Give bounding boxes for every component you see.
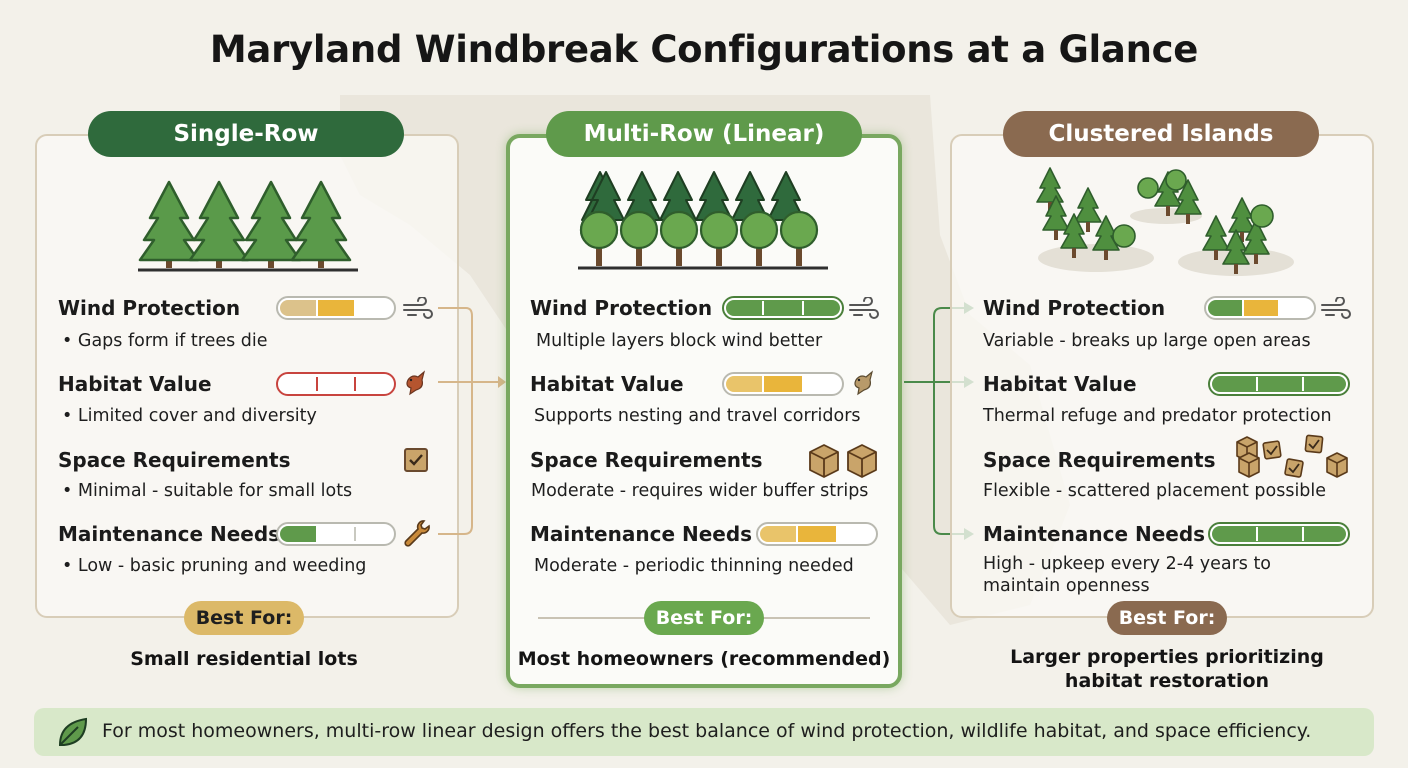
clustered-best-for-label: Best For: (1107, 601, 1227, 635)
single-maintenance-desc: • Low - basic pruning and weeding (62, 556, 367, 576)
single-maintenance-title: Maintenance Needs (58, 522, 281, 546)
clustered-trees-icon (1036, 167, 1294, 276)
single-maintenance-bar (276, 522, 396, 546)
multi-space-desc: Moderate - requires wider buffer strips (531, 481, 869, 501)
bird-icon (854, 370, 874, 396)
multi-wind-desc: Multiple layers block wind better (536, 331, 823, 351)
multi-space-title: Space Requirements (530, 448, 763, 472)
footer-text: For most homeowners, multi-row linear de… (102, 720, 1312, 742)
clustered-habitat-desc: Thermal refuge and predator protection (983, 406, 1332, 426)
single-wind-title: Wind Protection (58, 296, 241, 320)
clustered-habitat-title: Habitat Value (983, 372, 1137, 396)
multi-best-for-text: Most homeowners (recommended) (517, 648, 891, 670)
clustered-maintenance-desc-2: maintain openness (983, 576, 1150, 596)
boxes-icon (809, 444, 877, 478)
multi-row-trees-icon (578, 171, 828, 270)
wind-icon (849, 297, 879, 319)
wind-icon (1321, 297, 1351, 319)
scattered-boxes-icon (1236, 434, 1348, 478)
multi-wind-title: Wind Protection (530, 296, 713, 320)
single-best-for-text: Small residential lots (130, 648, 358, 670)
clustered-wind-title: Wind Protection (983, 296, 1166, 320)
multi-habitat-title: Habitat Value (530, 372, 684, 396)
heading-multi-row: Multi-Row (Linear) (546, 111, 862, 157)
single-habitat-bar (276, 372, 396, 396)
multi-maintenance-title: Maintenance Needs (530, 522, 753, 546)
leaf-icon (58, 717, 88, 746)
single-wind-bar (276, 296, 396, 320)
single-best-for-label: Best For: (184, 601, 304, 635)
single-row-trees-icon (138, 180, 358, 272)
single-habitat-title: Habitat Value (58, 372, 212, 396)
left-connector-arrows (438, 307, 506, 535)
bird-icon (406, 370, 426, 396)
multi-wind-bar (722, 296, 844, 320)
clustered-best-for-text: Larger properties prioritizing (1010, 646, 1324, 668)
multi-habitat-desc: Supports nesting and travel corridors (534, 406, 861, 426)
clustered-maintenance-bar (1208, 522, 1350, 546)
multi-best-for-label: Best For: (644, 601, 764, 635)
footer-banner: For most homeowners, multi-row linear de… (34, 708, 1374, 756)
clustered-wind-bar (1204, 296, 1316, 320)
single-space-title: Space Requirements (58, 448, 291, 472)
checkbox-icon (404, 448, 428, 472)
heading-clustered-islands: Clustered Islands (1003, 111, 1319, 157)
single-habitat-desc: • Limited cover and diversity (62, 406, 317, 426)
clustered-wind-desc: Variable - breaks up large open areas (983, 331, 1311, 351)
single-wind-desc: • Gaps form if trees die (62, 331, 268, 351)
clustered-best-for-text-2: habitat restoration (1064, 670, 1270, 692)
heading-single-row: Single-Row (88, 111, 404, 157)
clustered-space-desc: Flexible - scattered placement possible (983, 481, 1327, 501)
clustered-maintenance-desc: High - upkeep every 2-4 years to (983, 554, 1272, 574)
multi-habitat-bar (722, 372, 844, 396)
single-space-desc: • Minimal - suitable for small lots (62, 481, 353, 501)
wrench-icon (404, 520, 430, 547)
clustered-maintenance-title: Maintenance Needs (983, 522, 1206, 546)
clustered-habitat-bar (1208, 372, 1350, 396)
multi-maintenance-desc: Moderate - periodic thinning needed (534, 556, 854, 576)
clustered-space-title: Space Requirements (983, 448, 1216, 472)
multi-maintenance-bar (756, 522, 878, 546)
page-title: Maryland Windbreak Configurations at a G… (209, 28, 1199, 71)
wind-icon (403, 297, 433, 319)
